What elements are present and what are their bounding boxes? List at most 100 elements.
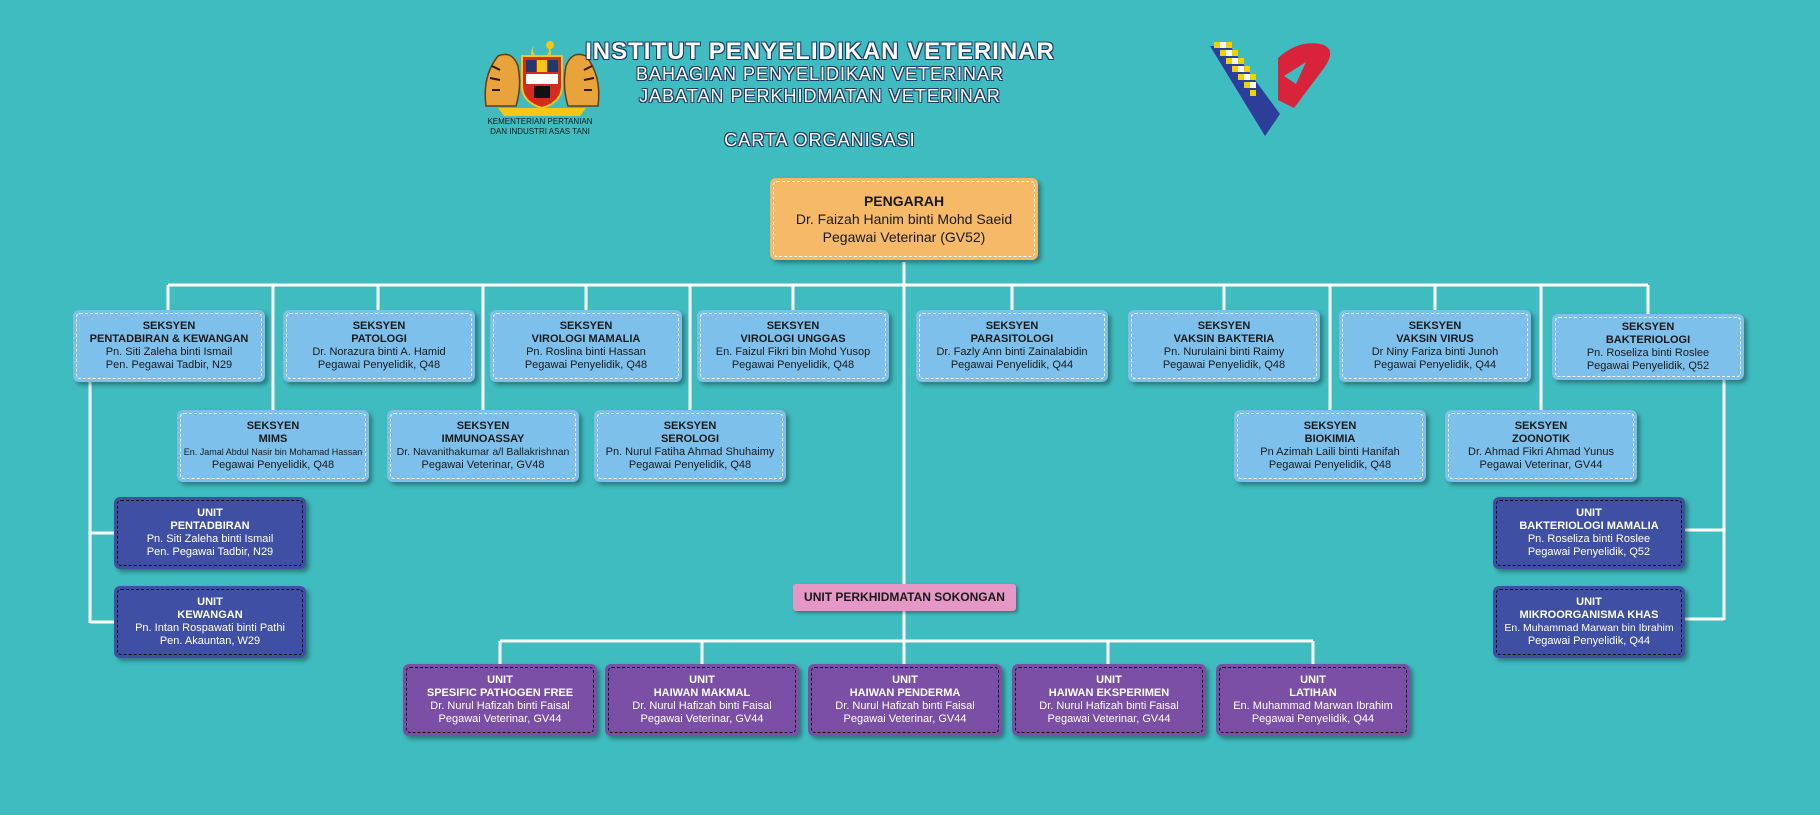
section-label: SEKSYEN <box>142 320 196 332</box>
section-label: SEKSYEN <box>246 420 300 432</box>
unit-post: Pegawai Veterinar, GV44 <box>1047 713 1171 725</box>
section-post: Pegawai Veterinar, GV48 <box>421 459 545 471</box>
section-head: Pn Azimah Laili binti Hanifah <box>1260 446 1400 458</box>
unit-haiwan-makmal: UNIT HAIWAN MAKMAL Dr. Nurul Hafizah bin… <box>605 664 799 736</box>
unit-name: HAIWAN EKSPERIMEN <box>1048 687 1170 699</box>
unit-name: HAIWAN PENDERMA <box>849 687 961 699</box>
section-head: Dr. Norazura binti A. Hamid <box>312 346 446 358</box>
unit-post: Pegawai Penyelidik, Q52 <box>1527 546 1651 558</box>
section-name: VAKSIN BAKTERIA <box>1173 333 1275 345</box>
section-label: SEKSYEN <box>352 320 406 332</box>
unit-haiwan-penderma: UNIT HAIWAN PENDERMA Dr. Nurul Hafizah b… <box>808 664 1002 736</box>
section-post: Pegawai Penyelidik, Q48 <box>731 359 855 371</box>
unit-label: UNIT <box>197 596 223 608</box>
unit-head: Pn. Roseliza binti Roslee <box>1527 533 1651 545</box>
unit-mikroorganisma-khas: UNIT MIKROORGANISMA KHAS En. Muhammad Ma… <box>1493 586 1685 658</box>
section-head: Dr. Fazly Ann binti Zainalabidin <box>936 346 1088 358</box>
section-vaksin-bakteria: SEKSYEN VAKSIN BAKTERIA Pn. Nurulaini bi… <box>1128 310 1320 382</box>
unit-post: Pegawai Penyelidik, Q44 <box>1527 635 1651 647</box>
unit-pentadbiran: UNIT PENTADBIRAN Pn. Siti Zaleha binti I… <box>114 497 306 569</box>
dvs-logo-icon <box>1210 42 1331 136</box>
unit-post: Pegawai Veterinar, GV44 <box>438 713 562 725</box>
section-head: En. Jamal Abdul Nasir bin Mohamad Hassan <box>183 447 363 457</box>
section-head: Dr Niny Fariza binti Junoh <box>1371 346 1499 358</box>
section-label: SEKSYEN <box>1514 420 1568 432</box>
section-immunoassay: SEKSYEN IMMUNOASSAY Dr. Navanithakumar a… <box>387 410 579 482</box>
section-name: VIROLOGI MAMALIA <box>531 333 641 345</box>
section-label: SEKSYEN <box>1197 320 1251 332</box>
chart-title: CARTA ORGANISASI <box>724 130 916 150</box>
section-post: Pegawai Penyelidik, Q48 <box>211 459 335 471</box>
unit-label: UNIT <box>1576 596 1602 608</box>
section-head: Dr. Ahmad Fikri Ahmad Yunus <box>1468 446 1614 458</box>
unit-name: HAIWAN MAKMAL <box>653 687 751 699</box>
unit-post: Pegawai Veterinar, GV44 <box>640 713 764 725</box>
director-title: PENGARAH <box>863 193 945 209</box>
unit-post: Pegawai Penyelidik, Q44 <box>1251 713 1375 725</box>
unit-haiwan-eksperimen: UNIT HAIWAN EKSPERIMEN Dr. Nurul Hafizah… <box>1012 664 1206 736</box>
unit-label: UNIT <box>1576 507 1602 519</box>
unit-name: BAKTERIOLOGI MAMALIA <box>1519 520 1659 532</box>
section-name: VAKSIN VIRUS <box>1396 333 1474 345</box>
section-head: Pn. Roseliza binti Roslee <box>1586 347 1710 359</box>
unit-name: SPESIFIC PATHOGEN FREE <box>426 687 574 699</box>
unit-label: UNIT <box>197 507 223 519</box>
unit-head: Pn. Siti Zaleha binti Ismail <box>146 533 274 545</box>
section-vaksin-virus: SEKSYEN VAKSIN VIRUS Dr Niny Fariza bint… <box>1339 310 1531 382</box>
section-post: Pegawai Penyelidik, Q48 <box>1268 459 1392 471</box>
section-label: SEKSYEN <box>1621 321 1675 333</box>
section-head: Dr. Navanithakumar a/l Ballakrishnan <box>396 446 570 458</box>
section-serologi: SEKSYEN SEROLOGI Pn. Nurul Fatiha Ahmad … <box>594 410 786 482</box>
unit-label: UNIT <box>1096 674 1122 686</box>
unit-name: LATIHAN <box>1289 687 1337 699</box>
unit-head: Dr. Nurul Hafizah binti Faisal <box>835 700 975 712</box>
unit-head: En. Muhammad Marwan Ibrahim <box>1233 700 1393 712</box>
section-name: PENTADBIRAN & KEWANGAN <box>89 333 249 345</box>
section-post: Pegawai Penyelidik, Q48 <box>1162 359 1286 371</box>
section-name: BIOKIMIA <box>1304 433 1356 445</box>
section-name: SEROLOGI <box>660 433 720 445</box>
section-name: BAKTERIOLOGI <box>1605 334 1691 346</box>
section-name: ZOONOTIK <box>1511 433 1571 445</box>
unit-label: UNIT <box>892 674 918 686</box>
section-label: SEKSYEN <box>456 420 510 432</box>
malaysia-coat-of-arms-icon <box>484 41 600 116</box>
unit-post: Pegawai Veterinar, GV44 <box>843 713 967 725</box>
section-label: SEKSYEN <box>559 320 613 332</box>
section-patologi: SEKSYEN PATOLOGI Dr. Norazura binti A. H… <box>283 310 475 382</box>
unit-label: UNIT <box>1300 674 1326 686</box>
section-name: IMMUNOASSAY <box>441 433 525 445</box>
unit-post: Pen. Akauntan, W29 <box>159 635 261 647</box>
unit-name: KEWANGAN <box>177 609 243 621</box>
section-post: Pegawai Veterinar, GV44 <box>1479 459 1603 471</box>
section-label: SEKSYEN <box>663 420 717 432</box>
unit-head: Dr. Nurul Hafizah binti Faisal <box>1039 700 1179 712</box>
section-post: Pen. Pegawai Tadbir, N29 <box>105 359 233 371</box>
section-biokimia: SEKSYEN BIOKIMIA Pn Azimah Laili binti H… <box>1234 410 1426 482</box>
section-post: Pegawai Penyelidik, Q52 <box>1586 360 1710 372</box>
institute-title: INSTITUT PENYELIDIKAN VETERINAR <box>585 38 1055 65</box>
section-post: Pegawai Penyelidik, Q44 <box>950 359 1074 371</box>
section-head: Pn. Nurul Fatiha Ahmad Shuhaimy <box>605 446 775 458</box>
section-head: Pn. Siti Zaleha binti Ismail <box>105 346 233 358</box>
unit-label: UNIT <box>689 674 715 686</box>
unit-head: En. Muhammad Marwan bin Ibrahim <box>1504 622 1674 634</box>
unit-head: Dr. Nurul Hafizah binti Faisal <box>632 700 772 712</box>
unit-head: Pn. Intan Rospawati binti Pathi <box>135 622 285 634</box>
unit-latihan: UNIT LATIHAN En. Muhammad Marwan Ibrahim… <box>1216 664 1410 736</box>
unit-kewangan: UNIT KEWANGAN Pn. Intan Rospawati binti … <box>114 586 306 658</box>
section-name: MIMS <box>258 433 288 445</box>
unit-bakteriologi-mamalia: UNIT BAKTERIOLOGI MAMALIA Pn. Roseliza b… <box>1493 497 1685 569</box>
crest-caption-line-2: DAN INDUSTRI ASAS TANI <box>490 127 590 136</box>
section-bakteriologi: SEKSYEN BAKTERIOLOGI Pn. Roseliza binti … <box>1552 314 1744 380</box>
section-label: SEKSYEN <box>766 320 820 332</box>
section-parasitologi: SEKSYEN PARASITOLOGI Dr. Fazly Ann binti… <box>916 310 1108 382</box>
section-post: Pegawai Penyelidik, Q48 <box>524 359 648 371</box>
director-name: Dr. Faizah Hanim binti Mohd Saeid <box>795 211 1013 227</box>
section-post: Pegawai Penyelidik, Q44 <box>1373 359 1497 371</box>
section-name: VIROLOGI UNGGAS <box>740 333 846 345</box>
section-head: Pn. Roslina binti Hassan <box>526 346 646 358</box>
director-box: PENGARAH Dr. Faizah Hanim binti Mohd Sae… <box>770 178 1038 260</box>
section-virologi-mamalia: SEKSYEN VIROLOGI MAMALIA Pn. Roslina bin… <box>490 310 682 382</box>
section-mims: SEKSYEN MIMS En. Jamal Abdul Nasir bin M… <box>177 410 369 482</box>
